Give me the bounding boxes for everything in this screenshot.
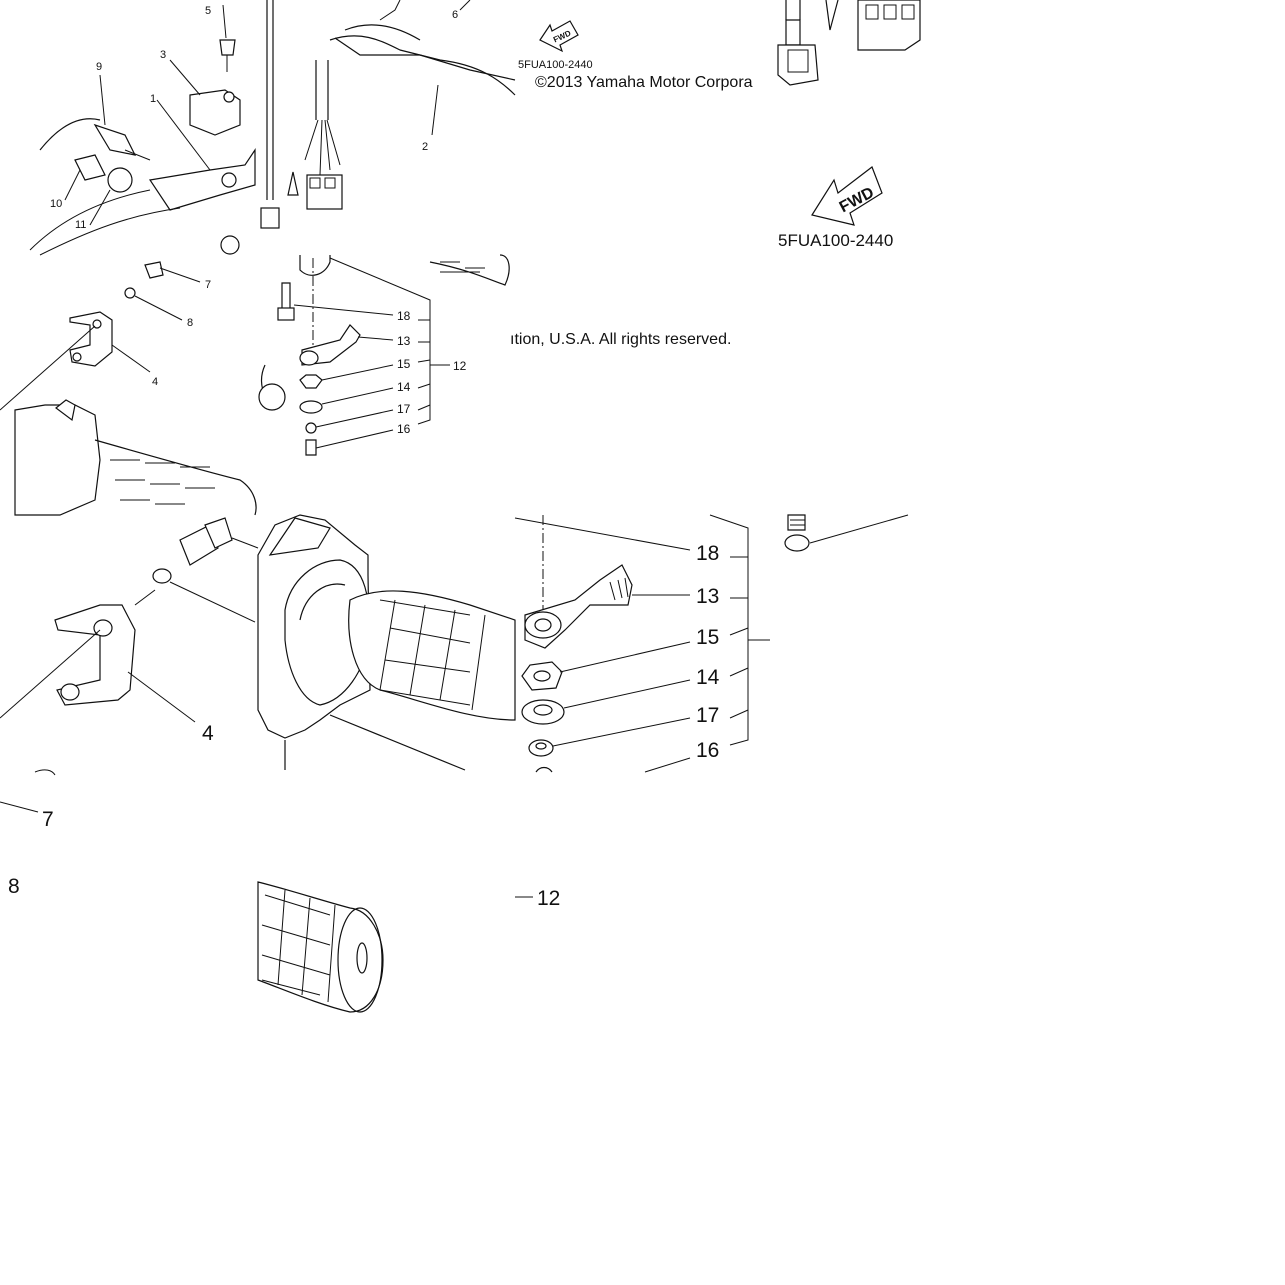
- handlebar-top-edge: [344, 24, 421, 41]
- fwd-arrow-large: FWD: [811, 166, 883, 226]
- small-connector: [260, 207, 280, 229]
- callout-14-large: 14: [696, 666, 720, 689]
- screw-18-large: [787, 514, 806, 531]
- callout-17-large: 17: [696, 704, 719, 727]
- detail-tile: 18 13 15 14 17 16 4: [0, 514, 909, 773]
- copyright-line-a: ©2013 Yamaha Motor Corpora: [535, 74, 753, 91]
- nut-lower: [220, 235, 240, 255]
- callout-15-large: 15: [696, 626, 719, 649]
- wire-tip-top: [825, 0, 839, 31]
- nut-11: [107, 167, 133, 193]
- callout-18-small: 18: [397, 309, 411, 323]
- callout-7-small: 7: [205, 279, 211, 291]
- callout-4-large: 4: [202, 722, 214, 745]
- grip-large: [348, 590, 516, 721]
- callout-16-small: 16: [397, 422, 411, 436]
- callout-13-large: 13: [696, 585, 719, 608]
- grip-end-large: [257, 881, 384, 1013]
- callout-11: 11: [75, 219, 86, 231]
- screw-7-large: [179, 524, 219, 566]
- callout-9: 9: [96, 61, 102, 73]
- callout-10: 10: [50, 198, 62, 210]
- lever-bracket: [148, 148, 256, 211]
- lever-tip: [379, 0, 401, 21]
- connector-block-top: [857, 0, 921, 51]
- handlebar: [329, 35, 516, 96]
- callout-13-small: 13: [397, 334, 411, 348]
- callout-2: 2: [422, 141, 428, 153]
- connector-parts-top-right: [777, 0, 921, 86]
- clamp-4-large: [54, 604, 136, 706]
- wire-tip: [287, 171, 299, 196]
- callout-8-large: 8: [8, 875, 20, 898]
- nut-15-small: [299, 374, 323, 389]
- screw-7: [144, 261, 164, 279]
- copyright-line-b: ıtion, U.S.A. All rights reserved.: [510, 331, 731, 348]
- callout-1: 1: [150, 93, 156, 105]
- brake-lever: [334, 37, 516, 81]
- callout-18-large: 18: [696, 542, 719, 565]
- grip-small-bottom: [94, 439, 257, 516]
- callout-17-small: 17: [397, 402, 411, 416]
- throttle-housing-small: [14, 404, 101, 516]
- throttle-housing-large: [257, 514, 371, 739]
- connector-housing: [777, 44, 819, 86]
- spring-washer-17-small: [305, 422, 317, 434]
- callout-14-small: 14: [397, 380, 411, 394]
- callout-4-small: 4: [152, 376, 158, 388]
- overview-tile-top: 5 3 1 9 10 11 2 6 FWD 5FUA100-2440 ©2013…: [29, 0, 753, 256]
- screw-5: [219, 39, 236, 56]
- callout-7-large: 7: [42, 808, 54, 831]
- grip-small-top: [429, 254, 510, 286]
- bottom-fragments: 7 8 12: [0, 769, 560, 1013]
- callout-16-large: 16: [696, 739, 719, 762]
- fwd-arrow-small: FWD: [539, 20, 579, 53]
- clamp-4: [69, 311, 113, 367]
- callout-8-small: 8: [187, 317, 193, 329]
- callout-12-small: 12: [453, 359, 467, 373]
- bolt-16-small: [305, 439, 317, 456]
- adjuster-10: [74, 154, 106, 181]
- washer-8: [124, 287, 136, 299]
- overview-tile-middle: 7 8 4 18 13 15 12 14 17 16: [0, 254, 510, 516]
- callout-5: 5: [205, 5, 211, 17]
- callout-12-large: 12: [537, 887, 560, 910]
- cable-housing: [39, 118, 101, 151]
- catalog-code-large: 5FUA100-2440: [778, 231, 893, 250]
- callout-15-small: 15: [397, 357, 411, 371]
- callout-3: 3: [160, 49, 166, 61]
- washer-14-small: [299, 400, 323, 414]
- catalog-code-small: 5FUA100-2440: [518, 59, 593, 71]
- callout-6: 6: [452, 9, 458, 21]
- washer-8-large: [152, 568, 172, 584]
